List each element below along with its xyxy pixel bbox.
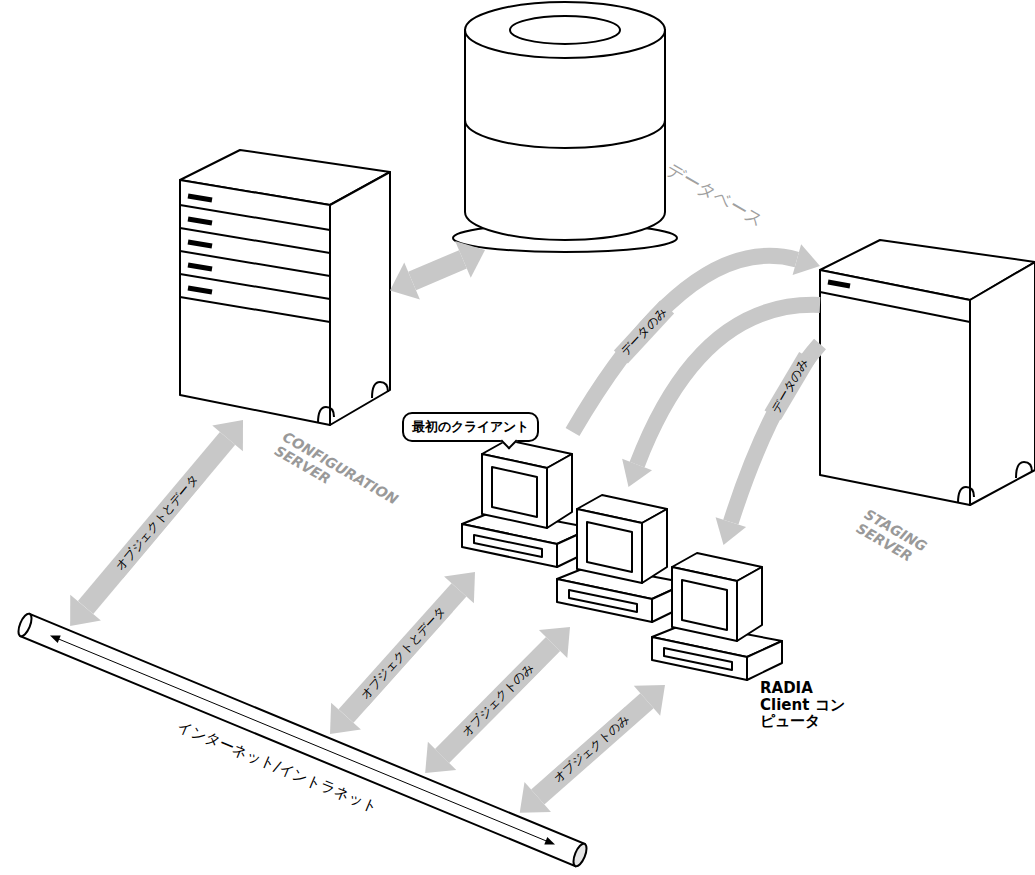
staging-server: STAGING SERVER (820, 240, 1035, 500)
arrow-head (793, 244, 820, 275)
flow-arrow (716, 344, 820, 545)
configuration-server: CONFIGURATION SERVER (180, 150, 390, 420)
arrow-label: オブジェクトとデータ (108, 468, 205, 578)
client-computer: 最初のクライアント (462, 432, 592, 572)
flow-arrow (390, 241, 485, 299)
server-label: STAGING SERVER (854, 506, 957, 584)
database: データベース (465, 0, 665, 250)
client-computer (557, 487, 687, 627)
client-computers (462, 440, 782, 680)
arrow-band (442, 644, 553, 756)
text-holder: 最初のクライアント (402, 412, 539, 442)
arrow-head (520, 782, 551, 813)
flow-arrow (573, 244, 821, 432)
arrow-head (444, 572, 475, 603)
arrow-head (212, 420, 243, 451)
arrow-band (346, 590, 459, 716)
arrow-head (539, 627, 570, 658)
flow-arrow (520, 685, 665, 813)
arrow-head (455, 241, 485, 278)
pipe-outline (0, 590, 610, 875)
flow-arrow (330, 572, 475, 734)
arrow-label: データのみ (765, 352, 816, 420)
arrow-band (637, 305, 820, 465)
arrow-head (330, 703, 361, 734)
text-holder: RADIA Client コンピュータ (760, 680, 855, 730)
configuration-server-drawing (180, 150, 390, 425)
network-pipe: インターネット/イントラネット (0, 590, 610, 875)
text-holder: CONFIGURATION SERVER (272, 429, 418, 532)
arrow-band (573, 256, 797, 432)
arrow-band (412, 259, 463, 281)
text-holder: STAGING SERVER (854, 506, 957, 584)
arrow-label: オブジェクトとデータ (353, 599, 453, 707)
server-label: CONFIGURATION SERVER (272, 429, 418, 532)
arrow-head (425, 742, 456, 773)
arrow-band (538, 701, 647, 797)
arrow-label: オブジェクトのみ (454, 656, 541, 743)
arrow-band (86, 438, 228, 607)
flow-arrow (425, 627, 570, 773)
node-label: データベース (662, 158, 768, 233)
arrow-label: データのみ (614, 301, 674, 364)
arrow-head (622, 459, 652, 487)
database-drawing (453, 2, 677, 252)
arrow-head (716, 517, 746, 545)
callout-bubble: 最初のクライアント (402, 412, 539, 442)
node-label: RADIA Client コンピュータ (760, 680, 855, 730)
client-computer: RADIA Client コンピュータ (652, 545, 782, 685)
arrow-head (390, 263, 420, 300)
callout-tail (501, 433, 518, 450)
arrow-band (731, 344, 820, 522)
arrow-head (70, 595, 101, 626)
arrow-label: オブジェクトのみ (547, 707, 638, 790)
arrow-head (634, 685, 665, 716)
flow-arrow (70, 420, 243, 626)
staging-server-drawing (820, 240, 1035, 505)
text-holder: データベース (662, 158, 768, 233)
